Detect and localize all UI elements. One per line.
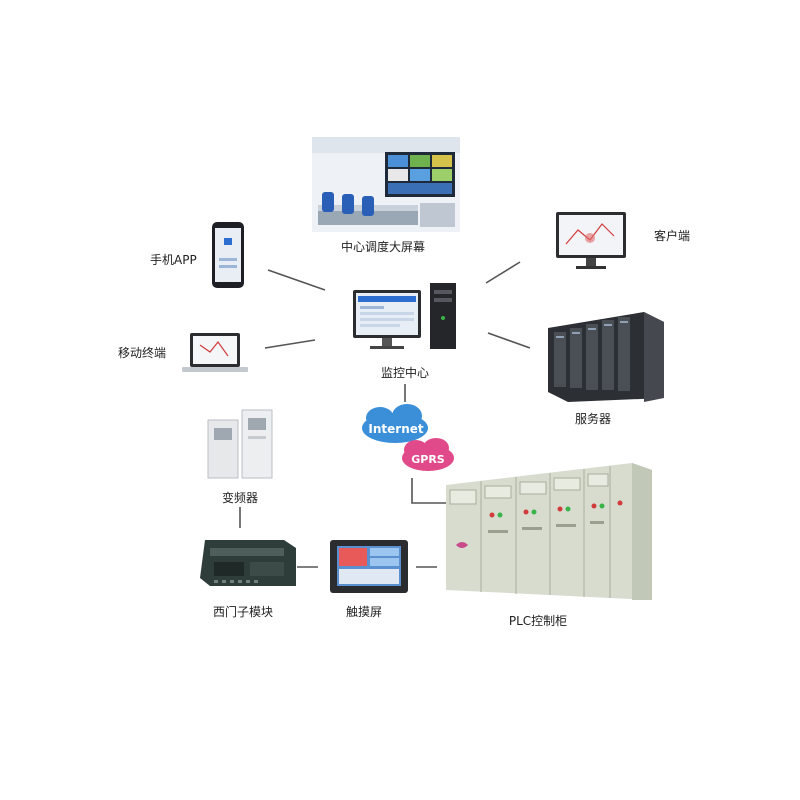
- touch-screen-label: 触摸屏: [345, 605, 383, 619]
- mobile-terminal-label: 移动终端: [118, 346, 167, 360]
- smartphone-icon: [212, 222, 244, 288]
- laptop-icon: [182, 333, 248, 372]
- cloud-internet-label: Internet: [368, 422, 423, 436]
- pc-tower-icon: [430, 283, 456, 349]
- monitor-icon: [556, 212, 626, 269]
- link-app-center: [267, 269, 326, 291]
- connection-lines: [239, 261, 531, 568]
- mobile-app-label: 手机APP: [150, 253, 197, 267]
- monitor-icon: [353, 290, 421, 349]
- inverter-icon: [207, 409, 273, 479]
- video-wall-icon: [312, 137, 460, 232]
- plc-cabinet-label: PLC控制柜: [508, 614, 568, 628]
- link-client-center: [485, 261, 521, 284]
- inverter-label: 变频器: [221, 491, 259, 505]
- control-cabinet-icon: [446, 463, 652, 600]
- cloud-gprs-label: GPRS: [411, 453, 445, 466]
- link-terminal-center: [264, 339, 316, 349]
- link-server-center: [487, 332, 531, 349]
- screen-wall-label: 中心调度大屏幕: [340, 240, 426, 254]
- link-cloud-plc: [411, 478, 450, 504]
- server-rack-icon: [548, 312, 664, 402]
- monitoring-center-label: 监控中心: [380, 366, 430, 380]
- cloud-icon: [362, 404, 454, 471]
- client-label: 客户端: [654, 229, 691, 243]
- siemens-module-label: 西门子模块: [212, 605, 274, 619]
- plc-module-icon: [200, 540, 296, 586]
- touch-panel-icon: [330, 540, 408, 593]
- server-label: 服务器: [574, 412, 612, 426]
